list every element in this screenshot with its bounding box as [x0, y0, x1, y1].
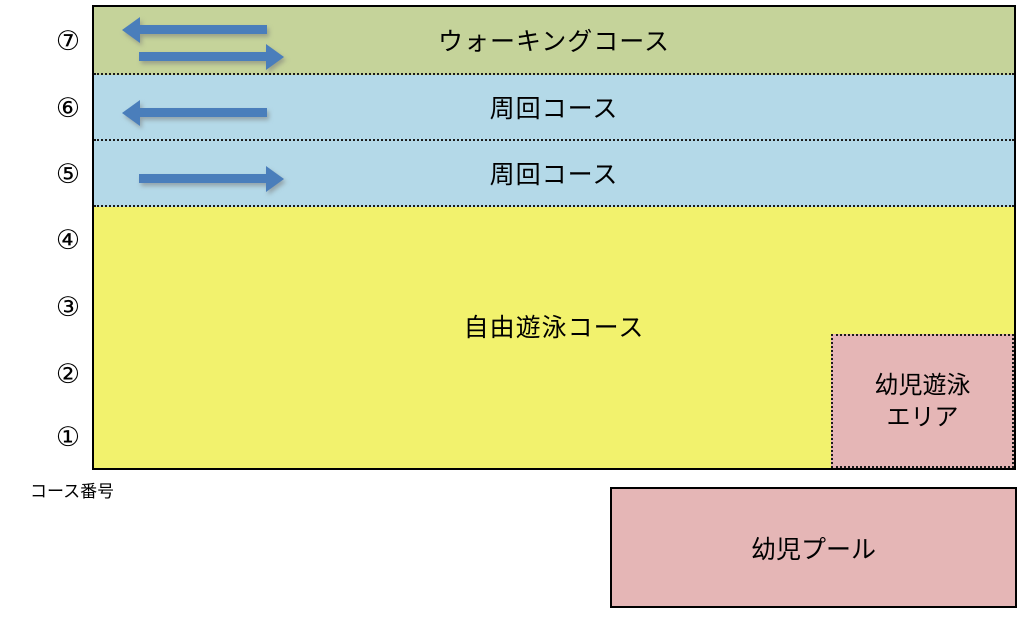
kids-pool: 幼児プール	[610, 487, 1017, 608]
course-number-5: ⑤	[55, 159, 81, 190]
kids-swim-area-label-line1: 幼児遊泳	[874, 370, 971, 399]
course-number-3: ③	[55, 292, 81, 323]
lane-label-walking: ウォーキングコース	[437, 27, 670, 56]
lane-label-circuit-6: 周回コース	[489, 94, 619, 123]
kids-pool-label: 幼児プール	[750, 534, 876, 564]
lane-walking-course: ウォーキングコース	[94, 7, 1014, 75]
arrow-left-icon-lane7	[122, 16, 267, 43]
course-number-4: ④	[55, 225, 81, 256]
course-number-caption: コース番号	[30, 482, 115, 502]
kids-swim-area-label-line2: エリア	[886, 403, 959, 431]
course-number-2: ②	[55, 359, 81, 390]
main-pool: ウォーキングコース 周回コース 周回コース 自由遊泳コース 幼児遊泳 エリア	[92, 5, 1016, 470]
kids-swim-area: 幼児遊泳 エリア	[831, 334, 1014, 468]
arrow-right-icon-lane5	[139, 165, 284, 192]
lane-label-circuit-5: 周回コース	[489, 160, 619, 189]
arrow-right-icon-lane7	[139, 43, 284, 70]
arrow-left-icon-lane6	[122, 99, 267, 126]
course-number-6: ⑥	[55, 93, 81, 124]
course-number-1: ①	[55, 422, 81, 453]
lane-label-free-swim: 自由遊泳コース	[463, 312, 645, 342]
course-number-7: ⑦	[55, 26, 81, 57]
